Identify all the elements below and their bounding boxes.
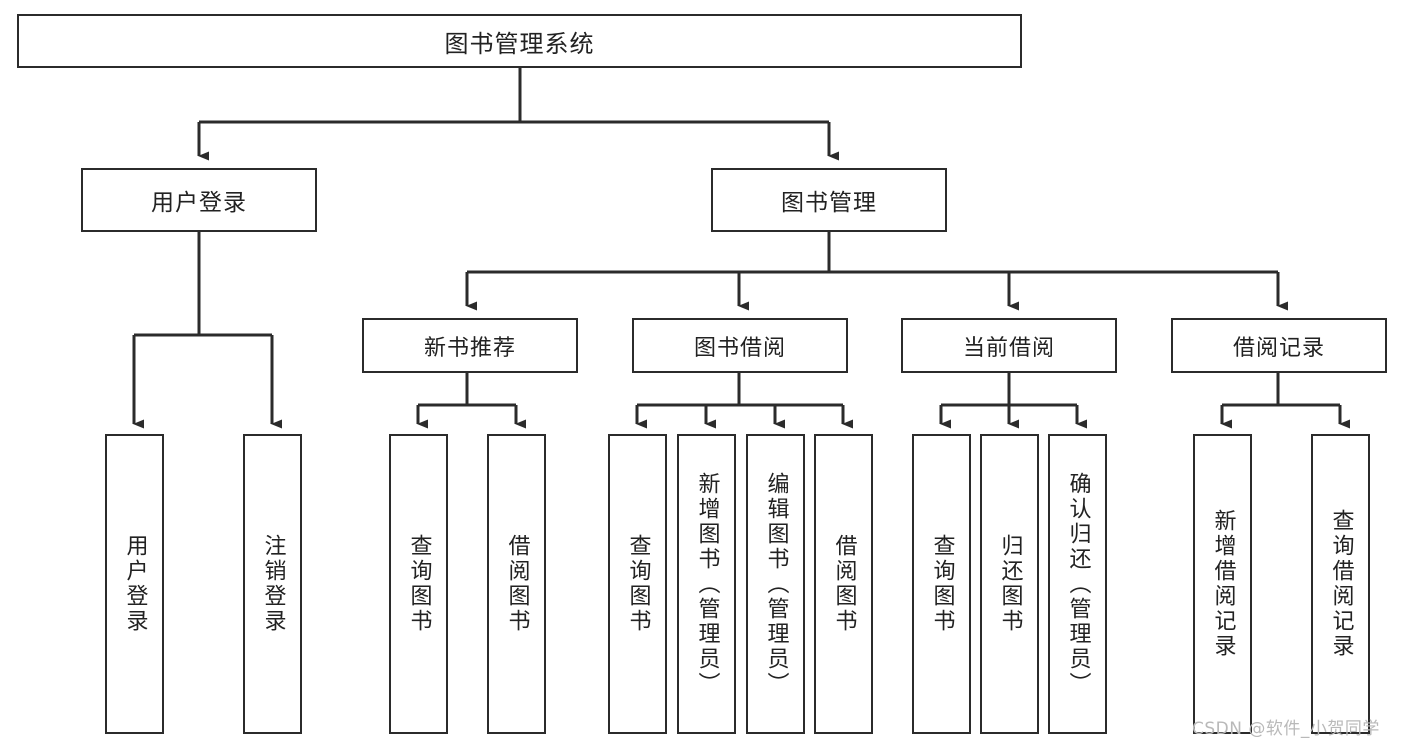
leaf-book-borrow-0-label: 查询图书: [625, 534, 651, 634]
leaf-book-borrow-2-label: 编辑图书（管理员）: [763, 471, 789, 697]
leaf-book-borrow-1-label: 新增图书（管理员）: [694, 471, 720, 697]
leaf-book-borrow-3-label: 借阅图书: [831, 534, 857, 634]
leaf-user-login-1-label: 注销登录: [260, 534, 286, 634]
leaf-new-book-recommend-0-label: 查询图书: [406, 534, 432, 634]
leaf-book-borrow-1[interactable]: 新增图书（管理员）: [677, 434, 736, 734]
leaf-user-login-0[interactable]: 用户登录: [105, 434, 164, 734]
node-user-login-label: 用户登录: [151, 190, 247, 216]
leaf-new-book-recommend-0[interactable]: 查询图书: [389, 434, 448, 734]
node-book-borrow-label: 图书借阅: [693, 335, 786, 361]
leaf-current-borrow-0-label: 查询图书: [929, 534, 955, 634]
leaf-current-borrow-2[interactable]: 确认归还（管理员）: [1048, 434, 1107, 734]
leaf-user-login-0-label: 用户登录: [122, 534, 148, 634]
leaf-book-borrow-0[interactable]: 查询图书: [608, 434, 667, 734]
leaf-new-book-recommend-1-label: 借阅图书: [504, 534, 530, 634]
leaf-book-borrow-3[interactable]: 借阅图书: [814, 434, 873, 734]
node-book-borrow[interactable]: 图书借阅: [632, 318, 848, 373]
leaf-book-borrow-2[interactable]: 编辑图书（管理员）: [746, 434, 805, 734]
leaf-new-book-recommend-1[interactable]: 借阅图书: [487, 434, 546, 734]
node-root[interactable]: 图书管理系统: [17, 14, 1022, 68]
node-current-borrow[interactable]: 当前借阅: [901, 318, 1117, 373]
node-root-label: 图书管理系统: [444, 29, 595, 58]
leaf-current-borrow-2-label: 确认归还（管理员）: [1065, 471, 1091, 697]
node-new-book-recommend[interactable]: 新书推荐: [362, 318, 578, 373]
leaf-current-borrow-0[interactable]: 查询图书: [912, 434, 971, 734]
node-new-book-recommend-label: 新书推荐: [423, 335, 516, 361]
node-user-login[interactable]: 用户登录: [81, 168, 317, 232]
node-current-borrow-label: 当前借阅: [962, 335, 1055, 361]
leaf-user-login-1[interactable]: 注销登录: [243, 434, 302, 734]
watermark: CSDN @软件_小贺同学: [1192, 719, 1380, 739]
leaf-current-borrow-1[interactable]: 归还图书: [980, 434, 1039, 734]
node-borrow-record[interactable]: 借阅记录: [1171, 318, 1387, 373]
node-book-management[interactable]: 图书管理: [711, 168, 947, 232]
leaf-borrow-record-0-label: 新增借阅记录: [1210, 509, 1236, 659]
leaf-borrow-record-0[interactable]: 新增借阅记录: [1193, 434, 1252, 734]
leaf-borrow-record-1[interactable]: 查询借阅记录: [1311, 434, 1370, 734]
node-borrow-record-label: 借阅记录: [1232, 335, 1325, 361]
leaf-borrow-record-1-label: 查询借阅记录: [1328, 509, 1354, 659]
leaf-current-borrow-1-label: 归还图书: [997, 534, 1023, 634]
node-book-management-label: 图书管理: [781, 190, 877, 216]
